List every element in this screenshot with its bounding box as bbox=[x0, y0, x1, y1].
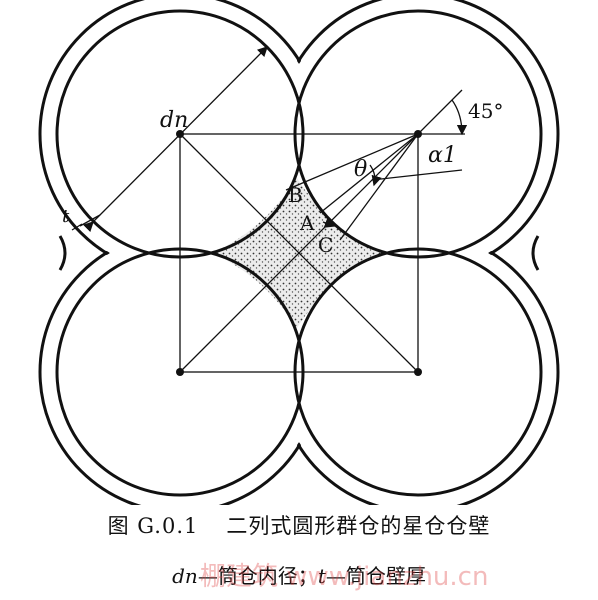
label-t: t bbox=[62, 206, 70, 227]
legend-t-symbol: t bbox=[317, 564, 326, 588]
angle-rays bbox=[285, 89, 468, 241]
figure-legend: dn—筒仓内径；t—筒仓壁厚 bbox=[0, 560, 598, 589]
thickness-dimension bbox=[71, 214, 101, 231]
center-square bbox=[179, 133, 419, 373]
silo-diagram: dn t 45° θ α1 B A C bbox=[38, 0, 560, 505]
label-45: 45° bbox=[468, 99, 503, 123]
legend-dn-symbol: dn bbox=[172, 564, 198, 588]
figure-caption: 图 G.0.1 二列式圆形群仓的星仓仓壁 bbox=[0, 510, 598, 540]
figure-title: 二列式圆形群仓的星仓仓壁 bbox=[226, 514, 491, 538]
legend-dn-text: —筒仓内径； bbox=[197, 564, 318, 588]
diameter-dimension bbox=[82, 46, 268, 233]
figure-number: 图 G.0.1 bbox=[107, 514, 199, 538]
connection-necks bbox=[58, 235, 540, 271]
label-C: C bbox=[318, 233, 333, 257]
label-dn: dn bbox=[160, 108, 188, 133]
label-A: A bbox=[299, 211, 315, 235]
diagonal-2 bbox=[179, 133, 419, 373]
label-alpha1: α1 bbox=[428, 143, 457, 168]
star-silo-fill bbox=[212, 178, 382, 328]
label-theta: θ bbox=[354, 157, 367, 182]
legend-t-text: —筒仓壁厚 bbox=[325, 564, 426, 588]
label-B: B bbox=[288, 183, 303, 207]
